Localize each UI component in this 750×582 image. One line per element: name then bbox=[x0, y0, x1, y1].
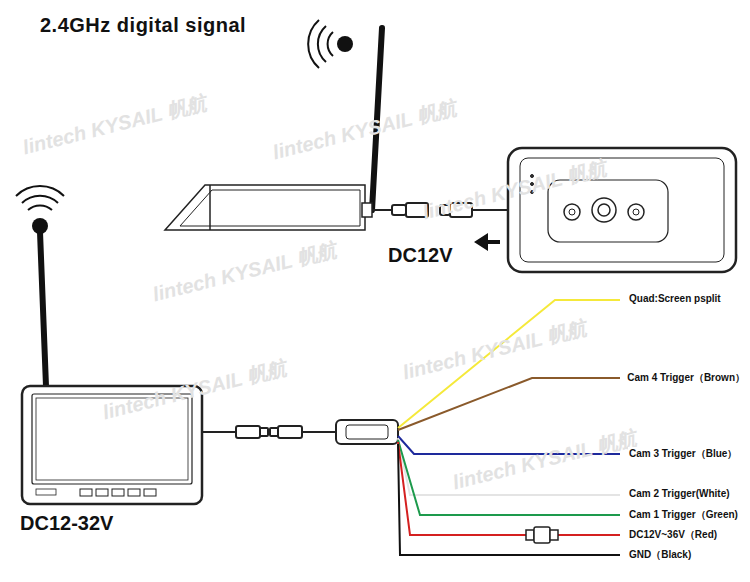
direction-arrow bbox=[474, 233, 500, 251]
diagram-title: 2.4GHz digital signal bbox=[40, 14, 246, 37]
signal-dot bbox=[32, 218, 48, 234]
antenna bbox=[40, 232, 46, 386]
wire-label: Cam 2 Trigger(White) bbox=[628, 488, 731, 499]
inline-fuse bbox=[526, 527, 558, 543]
watermark: lintech KYSAIL 帆航 bbox=[150, 236, 339, 308]
watermark: lintech KYSAIL 帆航 bbox=[20, 89, 209, 161]
wire-label: Cam 3 Trigger（Blue） bbox=[628, 447, 738, 461]
transmitter-box bbox=[165, 185, 372, 230]
wire-label: Quad:Screen psplit bbox=[628, 293, 722, 304]
harness-cable bbox=[202, 420, 398, 444]
voltage-label: DC12V bbox=[388, 244, 452, 267]
watermark: lintech KYSAIL 帆航 bbox=[400, 314, 589, 386]
signal-waves bbox=[16, 186, 64, 210]
wire-label: Cam 4 Trigger（Brown） bbox=[626, 371, 746, 385]
signal-dot bbox=[337, 36, 353, 52]
signal-waves bbox=[308, 20, 333, 68]
wire-label: DC12V~36V（Red) bbox=[628, 528, 718, 542]
wire-label: Cam 1 Trigger（Green) bbox=[628, 508, 739, 522]
camera bbox=[508, 148, 736, 272]
wires bbox=[398, 300, 620, 555]
watermark: lintech KYSAIL 帆航 bbox=[270, 94, 459, 166]
voltage-label: DC12-32V bbox=[20, 512, 113, 535]
watermark: lintech KYSAIL 帆航 bbox=[450, 424, 639, 496]
wire-label: GND（Black) bbox=[628, 548, 692, 562]
